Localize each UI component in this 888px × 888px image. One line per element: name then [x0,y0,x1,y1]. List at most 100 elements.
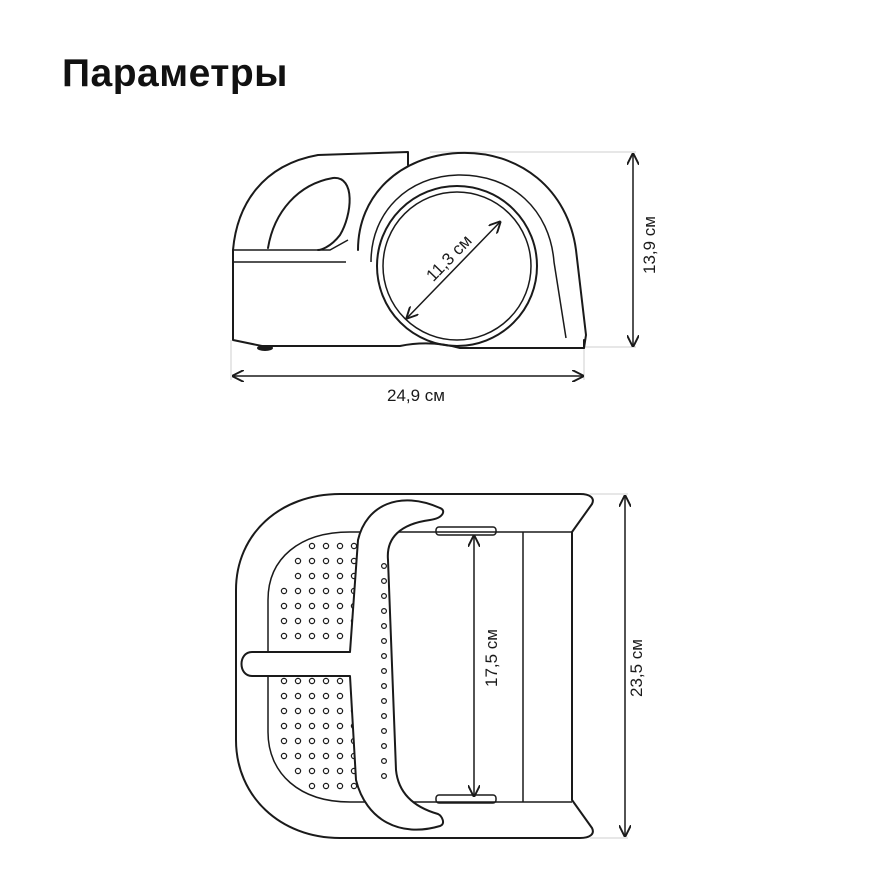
hood-outer-rear [232,151,409,251]
drainage-hole [322,572,330,580]
drainage-hole [336,782,344,790]
drainage-hole [308,542,316,550]
handle-hole [381,727,388,734]
hood-opening [267,176,351,251]
drainage-hole [336,617,344,625]
drainage-hole [294,557,302,565]
front-dome-inner [370,174,567,339]
handle-hole [381,562,388,569]
clip-top [435,526,497,536]
drainage-hole [336,707,344,715]
clip-bottom [435,794,497,804]
drainage-hole [280,722,288,730]
handle-hole [381,622,388,629]
drainage-hole [322,632,330,640]
drainage-hole [336,587,344,595]
drainage-hole [294,737,302,745]
drainage-hole [322,542,330,550]
drainage-hole [280,707,288,715]
handle-hole [381,592,388,599]
drainage-hole [308,767,316,775]
drainage-hole [322,767,330,775]
drainage-hole [336,542,344,550]
drainage-hole [294,602,302,610]
drainage-hole [308,692,316,700]
handle-hole [381,697,388,704]
drainage-hole [336,557,344,565]
front-dome-outer [357,151,587,349]
drainage-hole [308,752,316,760]
handle-hole [381,667,388,674]
drainage-hole [322,692,330,700]
handle-hole [381,607,388,614]
drainage-hole [350,542,358,550]
diameter-label: 11,3 см [422,231,475,285]
drainage-hole [322,737,330,745]
handle-hole [381,637,388,644]
drainage-hole [294,692,302,700]
drainage-hole [322,587,330,595]
drainage-hole [308,572,316,580]
opening-circle-outer [376,185,538,347]
handle [240,499,445,831]
drainage-hole [322,602,330,610]
drainage-hole [308,617,316,625]
opening-circle-inner [382,191,532,341]
drainage-hole [322,722,330,730]
drainage-hole [322,557,330,565]
drainage-hole [294,767,302,775]
height-label: 13,9 см [640,216,659,274]
handle-hole [381,577,388,584]
drainage-hole [294,572,302,580]
drainage-hole [336,632,344,640]
handle-hole [381,757,388,764]
handle-hole [381,772,388,779]
drainage-hole [322,782,330,790]
drainage-hole [294,707,302,715]
drainage-hole [308,587,316,595]
drainage-hole [308,557,316,565]
handle-hole [381,652,388,659]
drainage-hole [280,602,288,610]
handle-holes [381,562,388,779]
tray-outer [235,493,594,839]
drainage-hole [280,587,288,595]
drainage-hole [308,782,316,790]
drainage-hole [336,692,344,700]
length-label: 24,9 см [387,386,445,405]
handle-hole [381,742,388,749]
drainage-hole [294,752,302,760]
drainage-hole [336,737,344,745]
handle-hole [381,682,388,689]
drainage-hole [336,752,344,760]
drainage-hole [308,677,316,685]
drainage-hole [294,617,302,625]
drainage-hole [294,677,302,685]
base-top-edge [233,239,349,251]
drainage-hole [336,602,344,610]
inner-width-label: 17,5 см [482,629,501,687]
drainage-hole [308,602,316,610]
drainage-hole [294,722,302,730]
drainage-hole [336,572,344,580]
drainage-hole [336,767,344,775]
drainage-hole [294,632,302,640]
drainage-hole [280,692,288,700]
base-outline [232,249,585,349]
drainage-hole [280,752,288,760]
width-label: 23,5 см [627,639,646,697]
page-title: Параметры [62,52,288,95]
top-view: 17,5 см 23,5 см [235,493,646,839]
drainage-hole [322,752,330,760]
diameter-dimension-line [407,222,500,318]
drainage-hole [322,677,330,685]
drainage-hole [322,707,330,715]
drainage-hole [294,587,302,595]
drainage-hole [308,632,316,640]
drainage-hole [322,617,330,625]
drainage-hole [280,617,288,625]
drainage-hole [280,677,288,685]
drainage-hole [280,632,288,640]
handle-hole [381,712,388,719]
